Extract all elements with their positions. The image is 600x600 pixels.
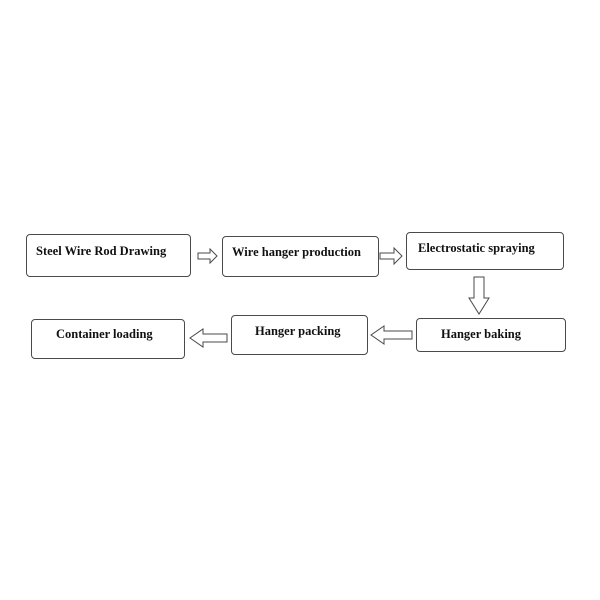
- step-label: Hanger packing: [255, 324, 341, 338]
- step-label: Wire hanger production: [232, 245, 361, 259]
- arrow-right-icon: [197, 247, 218, 265]
- arrow-right-icon: [379, 246, 403, 266]
- step-electrostatic-spraying: Electrostatic spraying: [406, 232, 564, 270]
- step-label: Container loading: [56, 327, 153, 341]
- step-label: Steel Wire Rod Drawing: [36, 244, 167, 258]
- step-container-loading: Container loading: [31, 319, 185, 359]
- arrow-down-icon: [468, 276, 490, 315]
- arrow-left-icon: [370, 325, 413, 345]
- step-steel-wire-rod-drawing: Steel Wire Rod Drawing: [26, 234, 191, 277]
- step-label: Hanger baking: [441, 327, 521, 341]
- step-label: Electrostatic spraying: [418, 241, 535, 255]
- arrow-left-icon: [189, 328, 228, 348]
- step-hanger-packing: Hanger packing: [231, 315, 368, 355]
- step-hanger-baking: Hanger baking: [416, 318, 566, 352]
- step-wire-hanger-production: Wire hanger production: [222, 236, 379, 277]
